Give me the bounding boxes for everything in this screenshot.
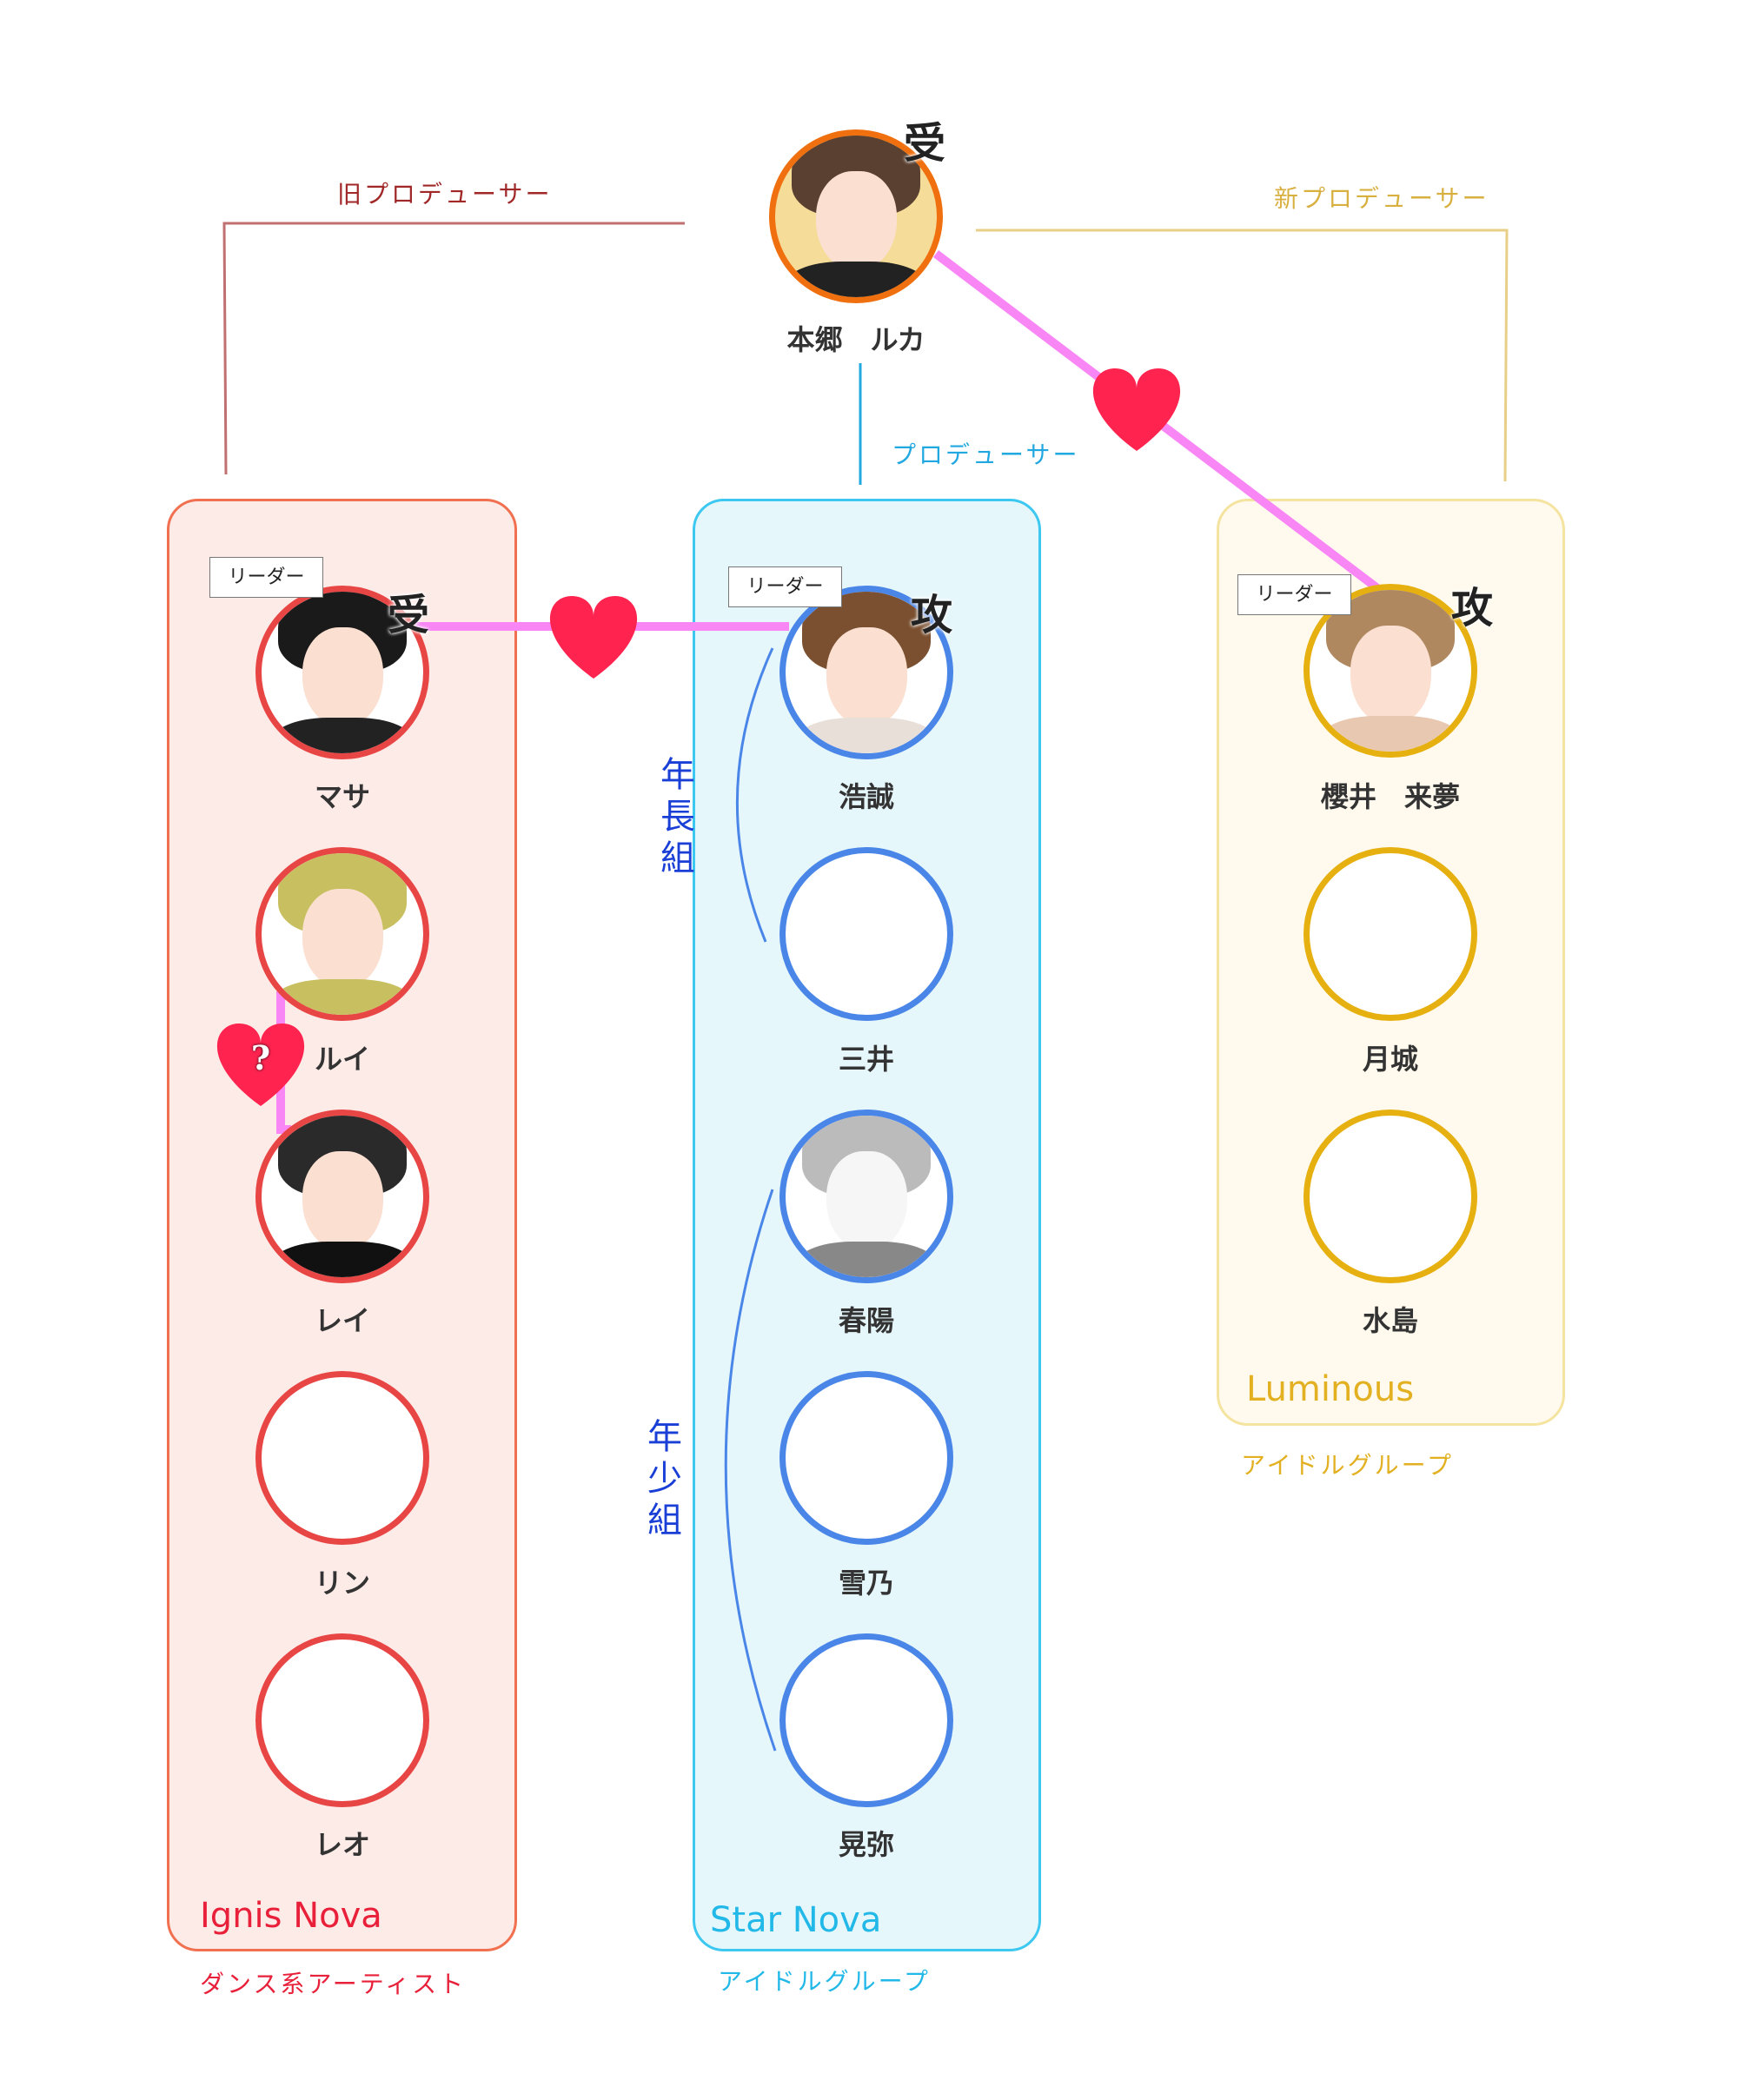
avatar-reo[interactable] bbox=[255, 1633, 429, 1807]
uke-mark: 受 bbox=[388, 591, 430, 639]
old-producer-label: 旧プロデューサー bbox=[337, 180, 553, 209]
avatar-honggo-ruka[interactable] bbox=[769, 129, 943, 303]
new-producer-line bbox=[976, 229, 1509, 482]
avatar-mitsui[interactable] bbox=[779, 847, 953, 1021]
member-name: リン bbox=[314, 1567, 370, 1600]
member-name: 春陽 bbox=[838, 1304, 894, 1337]
avatar-tsukishiro[interactable] bbox=[1304, 847, 1477, 1021]
member-name: 月城 bbox=[1362, 1043, 1418, 1076]
member-name: 水島 bbox=[1362, 1304, 1418, 1337]
avatar-mizushima[interactable] bbox=[1304, 1110, 1477, 1283]
younger-subgroup-label: 年少組 bbox=[647, 1417, 682, 1540]
avatar-rui[interactable] bbox=[255, 847, 429, 1021]
avatar-yukino[interactable] bbox=[779, 1371, 953, 1545]
avatar-kosei[interactable] bbox=[779, 586, 953, 759]
group-subtitle: ダンス系アーティスト bbox=[200, 1970, 467, 1998]
old-producer-line bbox=[222, 222, 685, 475]
member-name: 櫻井 来夢 bbox=[1320, 780, 1460, 813]
group-subtitle: アイドルグループ bbox=[718, 1967, 931, 1996]
group-name: Ignis Nova bbox=[200, 1896, 382, 1936]
avatar-masa[interactable] bbox=[255, 586, 429, 759]
question-heart-icon bbox=[216, 1024, 305, 1106]
member-name: 三井 bbox=[838, 1043, 894, 1076]
member-name: レオ bbox=[314, 1828, 370, 1861]
avatar-sakurai-raimu[interactable] bbox=[1304, 584, 1477, 758]
member-name: マサ bbox=[314, 780, 370, 813]
seme-mark: 攻 bbox=[1451, 584, 1494, 633]
uke-mark: 受 bbox=[904, 119, 946, 168]
leader-tag: リーダー bbox=[1237, 574, 1351, 615]
group-subtitle: アイドルグループ bbox=[1241, 1451, 1454, 1480]
younger-group-arc bbox=[724, 1189, 777, 1752]
member-name: 雪乃 bbox=[838, 1567, 894, 1600]
member-name: 浩誠 bbox=[838, 780, 894, 813]
group-name: Star Nova bbox=[710, 1900, 882, 1940]
avatar-rei[interactable] bbox=[255, 1110, 429, 1283]
seme-mark: 攻 bbox=[911, 591, 953, 639]
member-name: 本郷 ルカ bbox=[786, 323, 925, 356]
member-name: ルイ bbox=[314, 1043, 370, 1076]
heart-icon bbox=[1092, 368, 1181, 451]
member-name: 晃弥 bbox=[838, 1828, 894, 1861]
avatar-koya[interactable] bbox=[779, 1633, 953, 1807]
elder-subgroup-label: 年長組 bbox=[660, 755, 695, 878]
leader-tag: リーダー bbox=[728, 566, 842, 607]
elder-group-arc bbox=[735, 647, 774, 943]
question-mark: ? bbox=[250, 1038, 271, 1077]
new-producer-label: 新プロデューサー bbox=[1274, 184, 1489, 213]
member-name: レイ bbox=[314, 1304, 370, 1337]
leader-tag: リーダー bbox=[209, 557, 323, 598]
avatar-rin[interactable] bbox=[255, 1371, 429, 1545]
producer-label: プロデューサー bbox=[892, 441, 1080, 469]
heart-icon bbox=[549, 596, 638, 679]
avatar-haruhi[interactable] bbox=[779, 1110, 953, 1283]
group-name: Luminous bbox=[1246, 1369, 1415, 1409]
